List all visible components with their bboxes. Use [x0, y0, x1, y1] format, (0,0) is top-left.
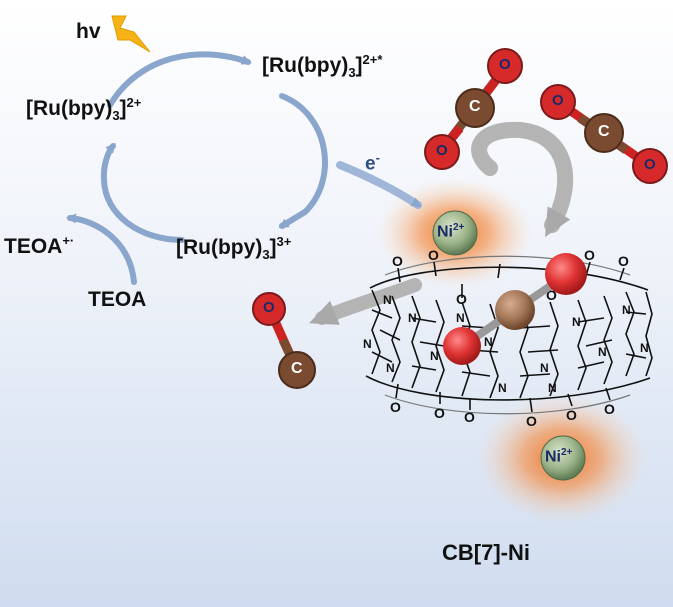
svg-text:N: N	[640, 341, 649, 355]
cage-o-10: O	[526, 413, 537, 429]
co-molecule	[252, 292, 316, 389]
svg-text:N: N	[484, 335, 493, 349]
cycle-arrow-regeneration	[100, 142, 185, 243]
co-release-arrow	[309, 278, 422, 325]
cage-o-1: O	[392, 253, 403, 269]
svg-text:N: N	[598, 345, 607, 359]
cage-o-7: O	[390, 399, 401, 415]
svg-text:N: N	[456, 311, 465, 325]
cycle-arrow-quench	[278, 93, 328, 229]
catalyst-label: CB[7]-Ni	[442, 540, 530, 565]
cage-oxygen-labels: O O O O O O O O O O O O	[390, 247, 629, 429]
cage-o-12: O	[604, 401, 615, 417]
cage-nitrogen-labels: NNN NNN NNN NNN NNN	[363, 293, 649, 395]
svg-text:N: N	[363, 337, 372, 351]
ni-bottom-label: Ni2+	[545, 447, 573, 466]
co2-capture-arrow	[471, 121, 574, 238]
co-c: C	[291, 360, 303, 377]
svg-text:N: N	[548, 381, 557, 395]
svg-text:N: N	[383, 293, 392, 307]
bound-co2-molecule	[443, 253, 587, 365]
svg-text:N: N	[540, 361, 549, 375]
co2-2-o-right: O	[644, 156, 656, 173]
co2-molecule-2	[540, 84, 668, 184]
svg-text:N: N	[430, 349, 439, 363]
teoa-plus-label: TEOA+·	[4, 233, 75, 258]
cycle-arrow-excitation	[107, 51, 252, 108]
lightning-icon	[111, 15, 151, 53]
co2-2-o-left: O	[552, 92, 564, 109]
ru-excited-label: [Ru(bpy)3]2+*	[262, 52, 383, 81]
ru-oxidized-label: [Ru(bpy)3]3+	[176, 234, 292, 263]
cage-o-8: O	[434, 405, 445, 421]
teoa-label: TEOA	[88, 288, 147, 311]
hv-label: hv	[76, 20, 101, 43]
ni-sphere-top	[432, 210, 478, 256]
cage-o-5: O	[584, 247, 595, 263]
ru-ground-label: [Ru(bpy)3]2+	[26, 95, 142, 124]
svg-text:N: N	[408, 311, 417, 325]
ni-top-label: Ni2+	[437, 222, 465, 241]
cage-o-11: O	[566, 407, 577, 423]
svg-text:N: N	[386, 361, 395, 375]
cage-o-3: O	[456, 291, 467, 307]
svg-text:N: N	[498, 381, 507, 395]
cage-o-4: O	[546, 287, 557, 303]
svg-text:N: N	[572, 315, 581, 329]
svg-text:N: N	[622, 303, 631, 317]
teoa-arrow	[66, 213, 137, 285]
cage-o-2: O	[428, 247, 439, 263]
co-o: O	[263, 299, 275, 316]
electron-transfer-arrow	[336, 161, 422, 209]
electron-label: e-	[365, 150, 380, 175]
co2-1-c: C	[469, 98, 481, 115]
co2-2-c: C	[598, 123, 610, 140]
ni-sphere-bottom	[540, 435, 586, 481]
cage-o-6: O	[618, 253, 629, 269]
co2-1-o-top: O	[499, 56, 511, 73]
co2-1-o-bottom: O	[436, 142, 448, 159]
co2-molecule-1	[424, 48, 523, 170]
cage-o-9: O	[464, 409, 475, 425]
